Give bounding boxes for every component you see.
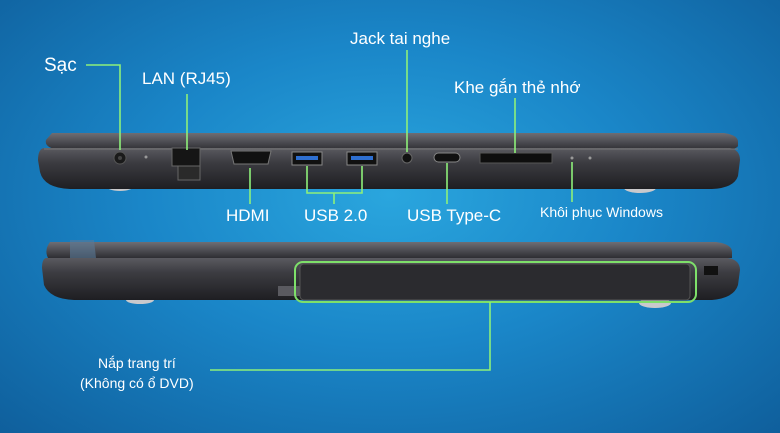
dvd-cover-panel — [299, 263, 691, 301]
leader-lines — [86, 50, 573, 371]
usb-port-2-tongue — [351, 156, 373, 160]
dc-port-pin — [118, 156, 122, 160]
usb-c-port — [433, 152, 461, 163]
laptop-lid — [45, 133, 739, 150]
laptop-side-view-ports — [38, 133, 740, 193]
lid-sticker — [70, 240, 96, 258]
usb-port-1-tongue — [296, 156, 318, 160]
rj45-port — [171, 147, 201, 167]
label-sticker — [278, 286, 300, 296]
audio-jack — [401, 152, 413, 164]
label-usb2: USB 2.0 — [304, 206, 368, 225]
label-cover-line1: Nắp trang trí — [98, 355, 176, 371]
label-headphone-jack: Jack tai nghe — [350, 29, 451, 48]
leader-cover — [210, 302, 491, 371]
leader-charging — [86, 64, 121, 150]
sd-card-slot — [479, 152, 553, 164]
label-cover-line2: (Không có ổ DVD) — [80, 375, 194, 391]
led-dot-2 — [588, 156, 592, 160]
laptop-side-view-cover — [42, 240, 740, 308]
recovery-pinhole — [570, 156, 574, 160]
laptop-lid-2 — [46, 242, 732, 258]
laptop-base — [38, 148, 740, 189]
label-windows-recovery: Khôi phục Windows — [540, 204, 663, 220]
rj45-flap — [177, 165, 201, 181]
label-charging: Sạc — [44, 55, 77, 76]
label-memory-card: Khe gắn thẻ nhớ — [454, 78, 581, 97]
label-usb-c: USB Type-C — [407, 206, 502, 225]
hdmi-port — [230, 150, 272, 165]
dvd-cover-highlight — [294, 261, 697, 303]
led-dot — [144, 155, 148, 159]
label-hdmi: HDMI — [226, 206, 270, 225]
lock-slot — [704, 266, 718, 275]
label-lan: LAN (RJ45) — [142, 69, 231, 88]
